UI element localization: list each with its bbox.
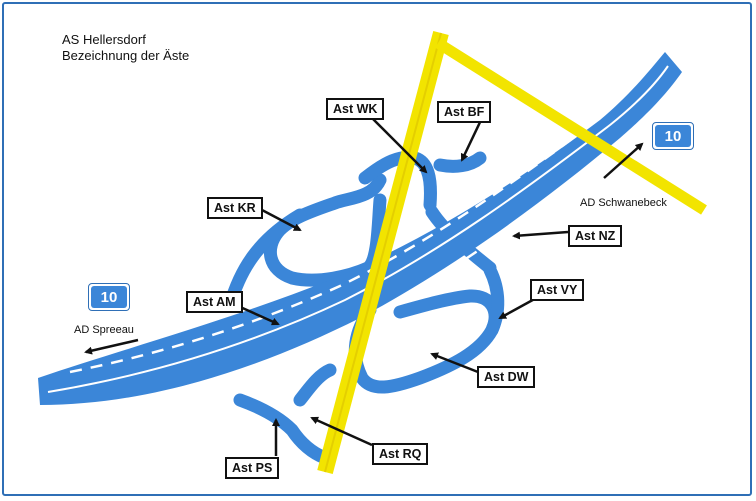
label-ast-rq: Ast RQ (372, 443, 429, 465)
ramp-vy (483, 263, 505, 337)
diagram-subtitle: Bezeichnung der Äste (62, 48, 190, 63)
label-ast-vy: Ast VY (530, 279, 585, 301)
arrow-ad-spreeau (84, 338, 139, 355)
label-ast-bf: Ast BF (437, 101, 492, 123)
label-ad-spreeau: AD Spreeau (74, 324, 134, 336)
ramp-rq (293, 363, 337, 407)
arrow-ast-rq (310, 416, 373, 447)
crossing-road (317, 30, 707, 475)
arrow-ast-wk (371, 117, 428, 174)
label-ast-kr: Ast KR (207, 197, 263, 219)
label-ast-am: Ast AM (186, 291, 243, 313)
label-ast-nz: Ast NZ (568, 225, 623, 247)
label-ast-wk: Ast WK (326, 98, 385, 120)
route-shield-east: 10 (652, 122, 694, 150)
motorway-body (38, 52, 682, 405)
arrow-ast-kr (261, 208, 302, 232)
ramp-ps (233, 393, 332, 465)
arrow-ast-nz (512, 230, 569, 240)
arrow-ast-bf (460, 117, 484, 162)
arrow-ast-am (237, 304, 280, 326)
motorway-median (47, 65, 669, 393)
label-ast-ps: Ast PS (225, 457, 280, 479)
route-shield-west-number: 10 (91, 286, 127, 308)
route-shield-east-number: 10 (655, 125, 691, 147)
lane-marking-north (69, 117, 601, 374)
route-shield-west: 10 (88, 283, 130, 311)
crossing-road-east (435, 38, 707, 215)
crossing-road-outline (324, 32, 442, 473)
label-ad-schwanebeck: AD Schwanebeck (580, 197, 667, 209)
pointer-arrows (84, 117, 644, 456)
ramp-bf (433, 151, 487, 173)
arrow-ad-schwanebeck (603, 142, 644, 179)
arrow-ast-dw (430, 352, 479, 374)
diagram-title: AS Hellersdorf (62, 32, 146, 47)
label-ast-dw: Ast DW (477, 366, 536, 388)
ramp-dw-loop (348, 289, 502, 394)
diagram-frame (2, 2, 752, 496)
